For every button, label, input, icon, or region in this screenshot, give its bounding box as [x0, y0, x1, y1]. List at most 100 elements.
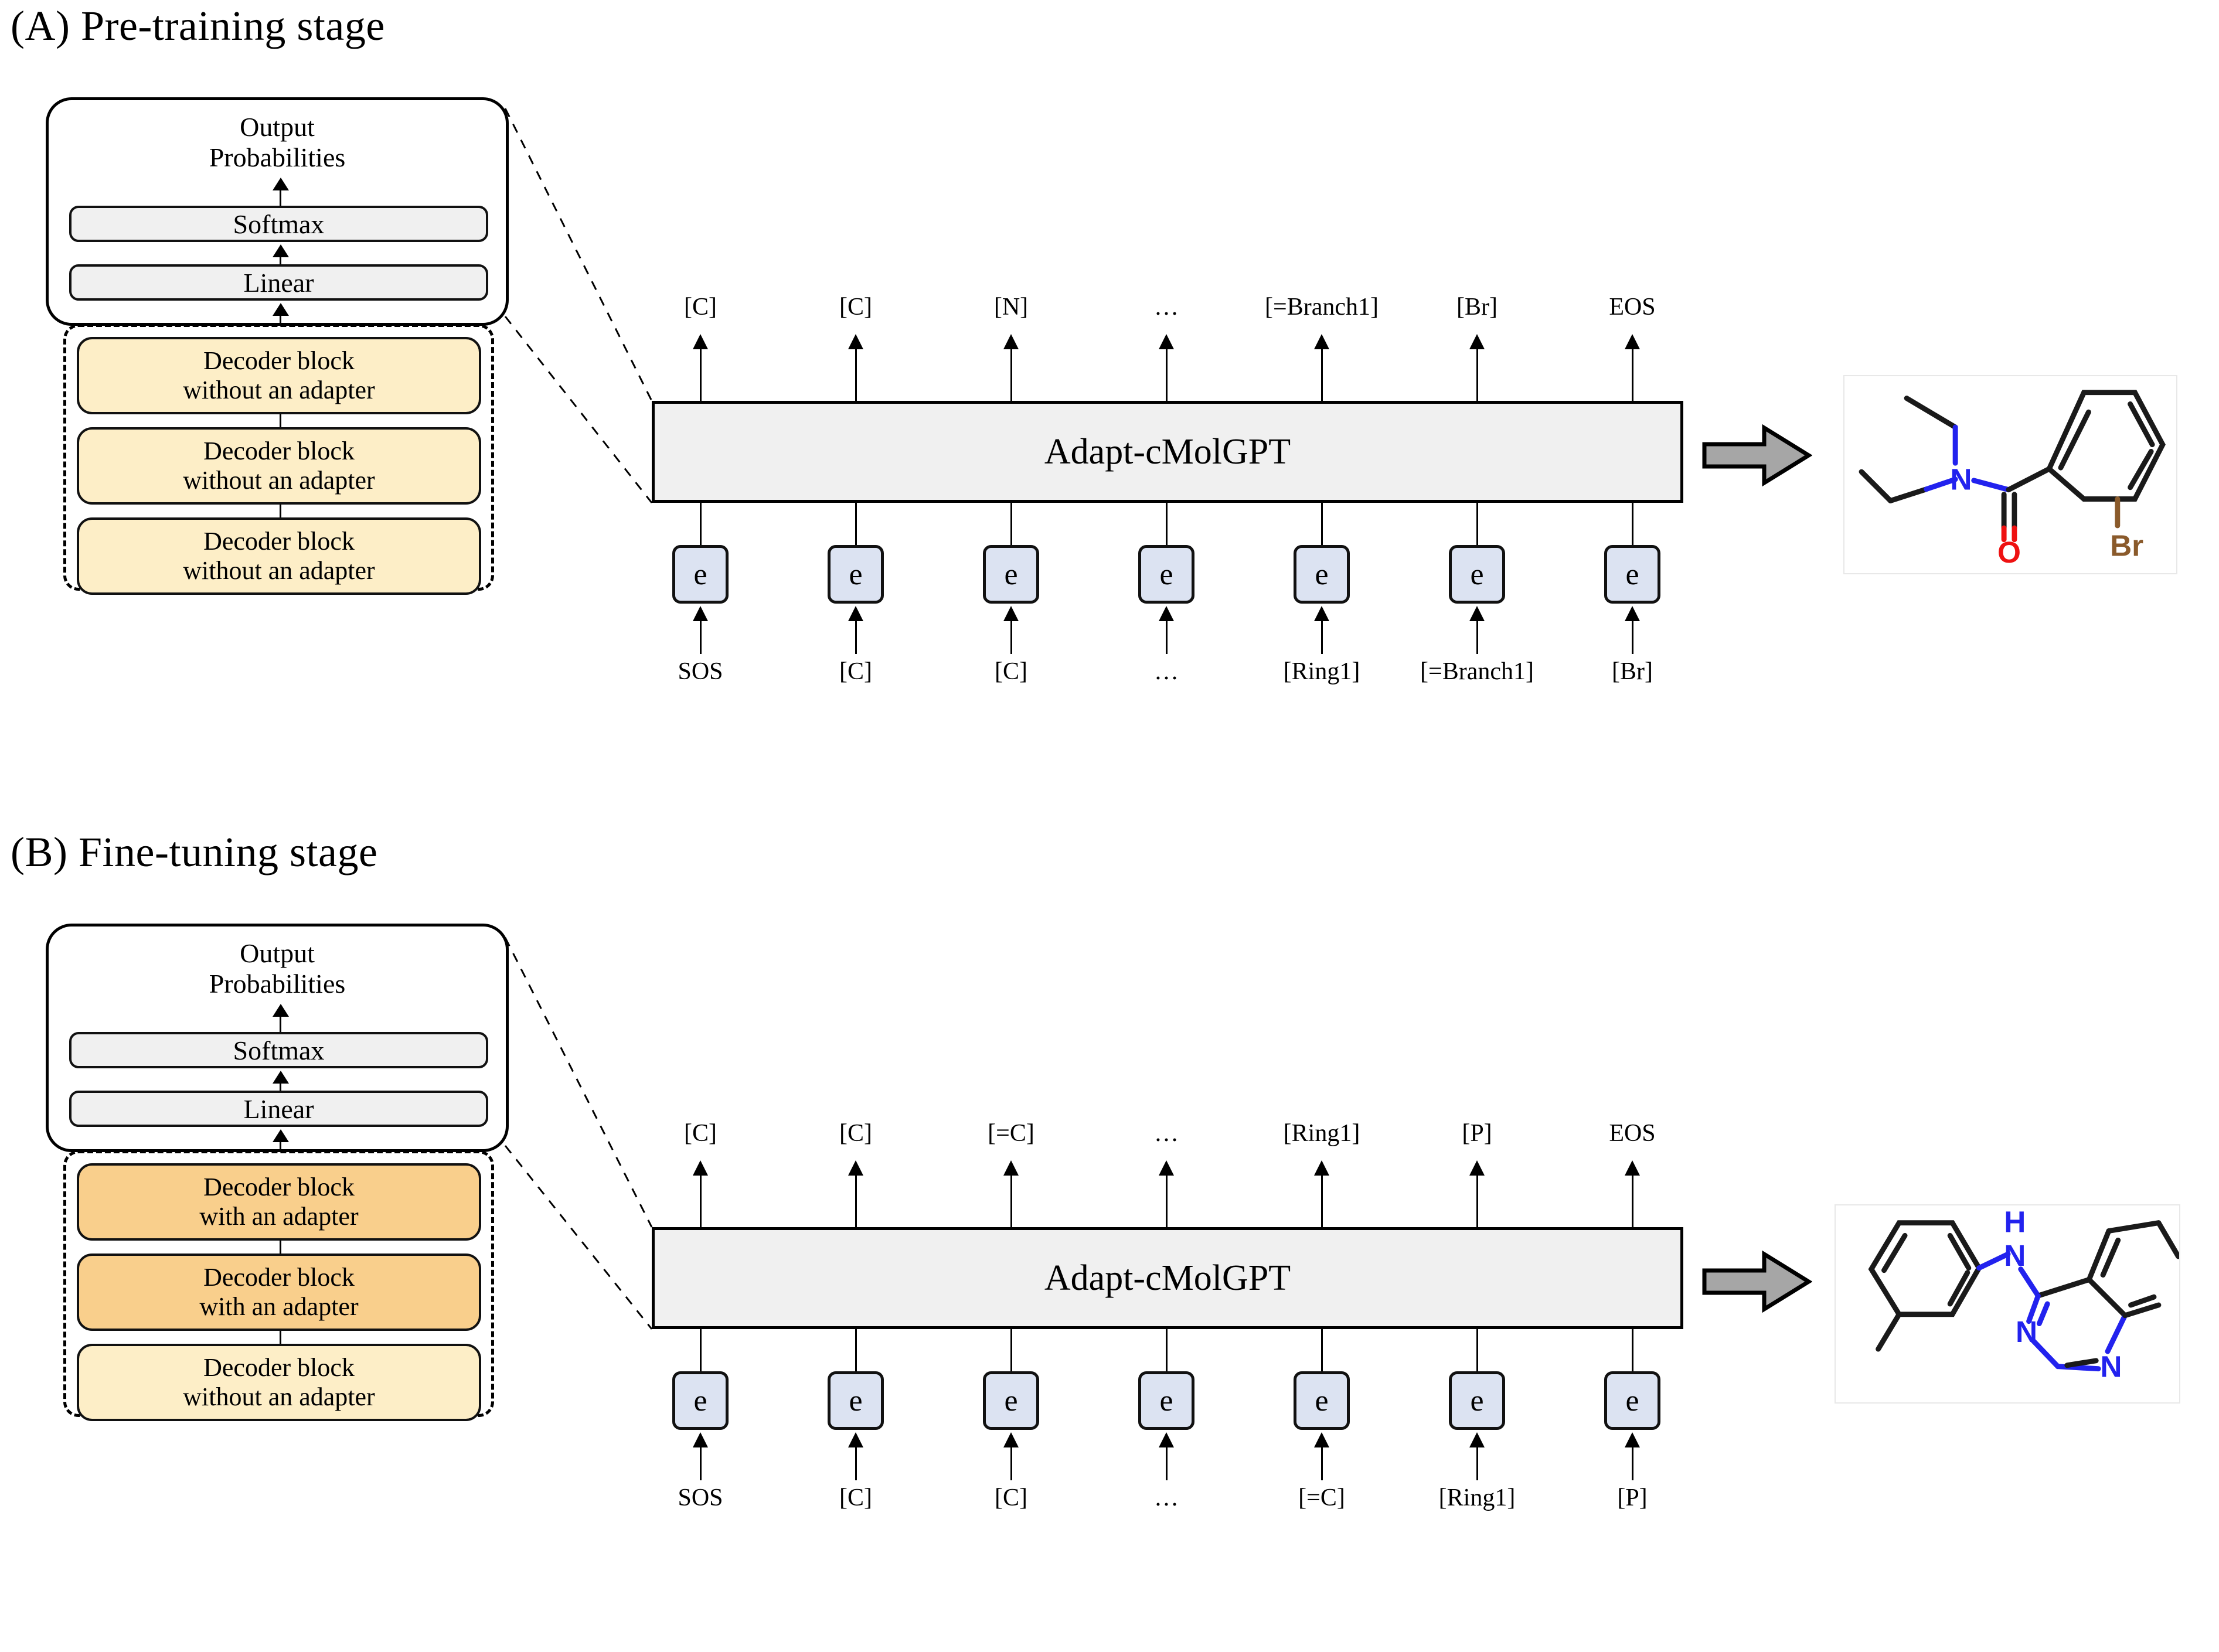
output-arrow-a-5	[1314, 334, 1329, 349]
output-arrow-a-4	[1159, 334, 1174, 349]
input-line-a-7	[1632, 621, 1633, 654]
softmax-box-a: Softmax	[69, 206, 488, 242]
output-line-a-4	[1166, 348, 1168, 401]
input-arrow-b-6	[1469, 1432, 1485, 1447]
softmax-box-b: Softmax	[69, 1032, 488, 1068]
line-decoder-linear-a	[280, 315, 281, 324]
embedding-line-a-2	[855, 503, 857, 545]
line-decoder-a-12	[280, 414, 281, 427]
input-line-a-4	[1166, 621, 1168, 654]
input-arrow-b-5	[1314, 1432, 1329, 1447]
embedding-line-a-3	[1010, 503, 1012, 545]
input-arrow-b-2	[848, 1432, 863, 1447]
atom-label-br: Br	[2110, 528, 2143, 562]
input-arrow-b-4	[1159, 1432, 1174, 1447]
output-arrow-a-3	[1003, 334, 1019, 349]
input-line-a-1	[700, 621, 702, 654]
input-arrow-a-7	[1625, 606, 1640, 621]
atom-label-n3: N	[2100, 1350, 2122, 1384]
input-line-b-6	[1476, 1447, 1478, 1480]
input-token-b-1: SOS	[678, 1484, 723, 1511]
input-arrow-b-1	[693, 1432, 708, 1447]
output-line-a-5	[1321, 348, 1323, 401]
input-line-b-3	[1010, 1447, 1012, 1480]
input-token-b-7: [P]	[1617, 1484, 1648, 1511]
input-arrow-b-7	[1625, 1432, 1640, 1447]
decoder-block-b-3: Decoder block without an adapter	[77, 1344, 481, 1421]
input-arrow-a-6	[1469, 606, 1485, 621]
right-block-arrow-a	[1702, 424, 1812, 487]
output-token-a-3: [N]	[993, 294, 1029, 321]
embedding-line-a-5	[1321, 503, 1323, 545]
output-line-b-1	[700, 1174, 702, 1227]
input-token-a-3: [C]	[995, 658, 1027, 685]
output-token-a-1: [C]	[684, 294, 717, 321]
input-line-a-3	[1010, 621, 1012, 654]
input-line-b-7	[1632, 1447, 1633, 1480]
output-line-a-6	[1476, 348, 1478, 401]
arrow-to-output-b	[273, 1004, 289, 1017]
input-token-b-4: …	[1154, 1484, 1179, 1511]
input-line-a-6	[1476, 621, 1478, 654]
atom-label-n1: N	[2004, 1238, 2026, 1272]
embedding-box-a-4: e	[1138, 545, 1194, 604]
line-decoder-linear-b	[280, 1141, 281, 1150]
panel-fine-tuning: (B) Fine-tuning stage Output Probabiliti…	[0, 826, 2219, 1652]
linear-box-a: Linear	[69, 264, 488, 301]
output-token-a-2: [C]	[839, 294, 872, 321]
output-token-a-5: [=Branch1]	[1265, 294, 1379, 321]
input-arrow-a-3	[1003, 606, 1019, 621]
embedding-line-a-4	[1166, 503, 1168, 545]
embedding-line-a-7	[1632, 503, 1633, 545]
output-line-a-7	[1632, 348, 1633, 401]
input-arrow-b-3	[1003, 1432, 1019, 1447]
detail-card-a: Output Probabilities Softmax Linear Deco…	[46, 97, 509, 595]
panel-a-title: (A) Pre-training stage	[11, 2, 385, 49]
model-box-a: Adapt-cMolGPT	[652, 401, 1683, 503]
embedding-line-a-6	[1476, 503, 1478, 545]
input-line-b-2	[855, 1447, 857, 1480]
output-line-b-3	[1010, 1174, 1012, 1227]
input-arrow-a-1	[693, 606, 708, 621]
embedding-box-a-2: e	[828, 545, 884, 604]
output-token-b-3: [=C]	[988, 1120, 1034, 1147]
embedding-line-b-6	[1476, 1329, 1478, 1371]
input-line-a-5	[1321, 621, 1323, 654]
line-decoder-a-23	[280, 505, 281, 517]
embedding-line-b-5	[1321, 1329, 1323, 1371]
atom-label-o: O	[1997, 535, 2021, 569]
input-arrow-a-4	[1159, 606, 1174, 621]
output-line-b-4	[1166, 1174, 1168, 1227]
embedding-box-a-6: e	[1449, 545, 1505, 604]
output-arrow-b-5	[1314, 1160, 1329, 1176]
embedding-box-b-2: e	[828, 1371, 884, 1430]
line-decoder-b-23	[280, 1331, 281, 1344]
line-softmax-output-a	[280, 190, 281, 206]
atom-label-n2: N	[2016, 1314, 2037, 1348]
input-token-b-2: [C]	[839, 1484, 872, 1511]
input-token-a-6: [=Branch1]	[1420, 658, 1534, 685]
embedding-box-b-5: e	[1294, 1371, 1350, 1430]
output-token-b-1: [C]	[684, 1120, 717, 1147]
atom-label-h: H	[2004, 1205, 2026, 1238]
embedding-box-a-3: e	[983, 545, 1039, 604]
output-arrow-b-2	[848, 1160, 863, 1176]
embedding-box-b-4: e	[1138, 1371, 1194, 1430]
embedding-box-b-1: e	[672, 1371, 729, 1430]
output-line-b-7	[1632, 1174, 1633, 1227]
output-arrow-b-4	[1159, 1160, 1174, 1176]
output-line-b-2	[855, 1174, 857, 1227]
embedding-box-b-6: e	[1449, 1371, 1505, 1430]
panel-pre-training: (A) Pre-training stage Output Probabilit…	[11, 2, 2177, 685]
input-token-a-1: SOS	[678, 658, 723, 685]
right-block-arrow-b	[1702, 1250, 1812, 1313]
output-token-a-7: EOS	[1609, 294, 1656, 321]
embedding-line-b-3	[1010, 1329, 1012, 1371]
output-probabilities-label-b: Output Probabilities	[209, 938, 346, 999]
decoder-block-a-1: Decoder block without an adapter	[77, 337, 481, 414]
embedding-line-b-4	[1166, 1329, 1168, 1371]
molecule-image-b: H N N N	[1835, 1204, 2180, 1404]
input-line-b-4	[1166, 1447, 1168, 1480]
arrow-decoder-linear-b	[273, 1129, 289, 1142]
output-token-a-4: …	[1154, 294, 1179, 321]
